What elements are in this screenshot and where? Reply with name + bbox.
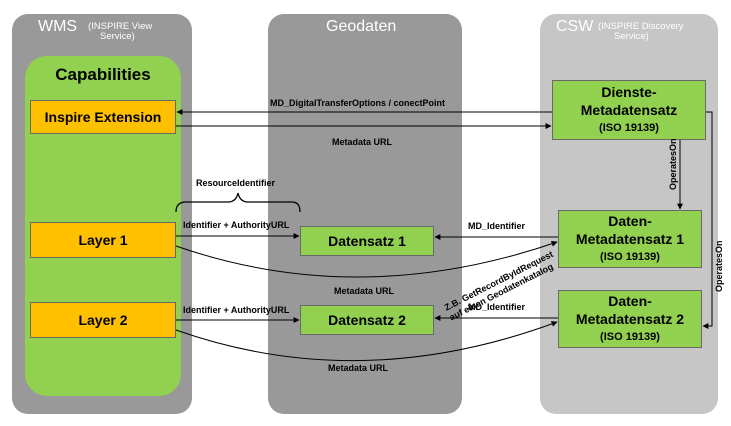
daten1-line1: Daten- xyxy=(608,213,652,229)
label-getrecord-line2: auf einen Geodatenkatalog xyxy=(448,261,555,322)
layer1-label: Layer 1 xyxy=(78,232,128,248)
label-md-identifier-1: MD_Identifier xyxy=(468,221,526,231)
inspire-extension-label: Inspire Extension xyxy=(44,109,162,125)
csw-title: CSW xyxy=(556,18,594,35)
label-metadata-url-mid: Metadata URL xyxy=(334,286,395,296)
daten1-line3: (ISO 19139) xyxy=(600,251,660,263)
daten-metadatensatz1-box: Daten- Metadatensatz 1 (ISO 19139) xyxy=(558,210,702,268)
geodaten-title: Geodaten xyxy=(326,18,397,35)
arrow-layer1-daten1-curve xyxy=(175,240,558,278)
inspire-extension-box: Inspire Extension xyxy=(30,100,176,134)
daten2-line1: Daten- xyxy=(608,293,652,309)
daten2-line3: (ISO 19139) xyxy=(600,331,660,343)
layer1-box: Layer 1 xyxy=(30,222,176,258)
dienste-metadatensatz-box: Dienste- Metadatensatz (ISO 19139) xyxy=(552,80,706,140)
geodaten-column xyxy=(268,14,462,414)
brace-resource-identifier xyxy=(175,192,301,213)
dienste-line2: Metadatensatz xyxy=(580,102,678,118)
capabilities-title: Capabilities xyxy=(55,65,151,84)
label-identifier-authority-1: Identifier + AuthorityURL xyxy=(183,220,290,230)
label-md-digital: MD_DigitalTransferOptions / conectPoint xyxy=(270,98,445,108)
daten1-line2: Metadatensatz 1 xyxy=(575,231,685,247)
wms-subtitle-line2: Service) xyxy=(100,31,135,42)
csw-subtitle-line2: Service) xyxy=(614,31,649,42)
label-operates-on-2: OperatesOn xyxy=(714,240,724,292)
daten-metadatensatz2-box: Daten- Metadatensatz 2 (ISO 19139) xyxy=(558,290,702,348)
label-md-identifier-2: MD_Identifier xyxy=(468,302,526,312)
daten2-line2: Metadatensatz 2 xyxy=(575,311,685,327)
csw-subtitle-line1: (INSPIRE Discovery xyxy=(598,21,684,32)
dienste-line1: Dienste- xyxy=(601,84,657,100)
layer2-label: Layer 2 xyxy=(78,312,128,328)
arrow-layer2-daten2-curve xyxy=(175,321,558,362)
wms-title: WMS xyxy=(38,18,78,35)
label-identifier-authority-2: Identifier + AuthorityURL xyxy=(183,305,290,315)
datensatz2-box: Datensatz 2 xyxy=(300,305,434,335)
datensatz2-label: Datensatz 2 xyxy=(328,312,406,328)
label-metadata-url-bottom: Metadata URL xyxy=(328,363,389,373)
label-resource-identifier: ResourceIdentifier xyxy=(196,178,276,188)
wms-subtitle-line1: (INSPIRE View xyxy=(88,21,153,32)
dienste-line3: (ISO 19139) xyxy=(599,122,659,134)
datensatz1-label: Datensatz 1 xyxy=(328,233,406,249)
layer2-box: Layer 2 xyxy=(30,302,176,338)
label-metadata-url-top: Metadata URL xyxy=(332,137,393,147)
label-operates-on-1: OperatesOn xyxy=(668,138,678,190)
datensatz1-box: Datensatz 1 xyxy=(300,226,434,256)
arrow-operates-on-2 xyxy=(702,111,713,329)
